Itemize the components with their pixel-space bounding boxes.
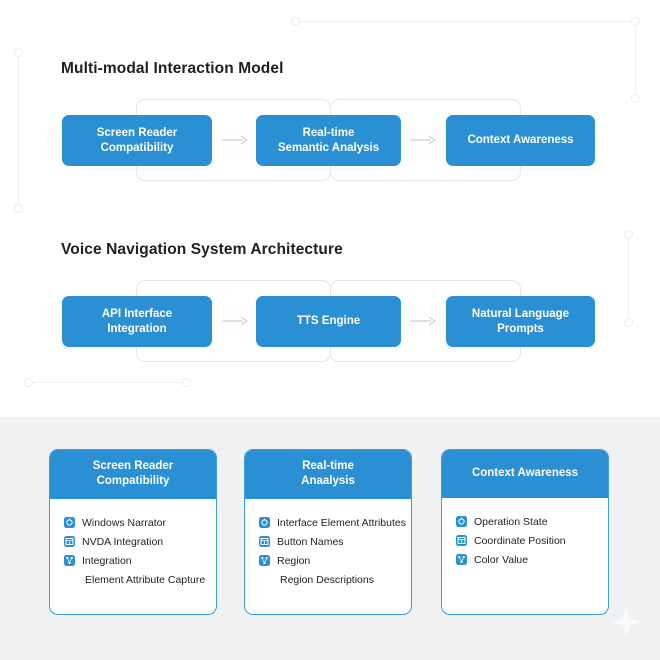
- flow-node-context-awareness[interactable]: Context Awareness: [446, 115, 595, 166]
- deco-line-left-vertical: [18, 52, 19, 208]
- target-icon: [259, 517, 270, 528]
- flow-node-natural-language-prompts[interactable]: Natural Language Prompts: [446, 296, 595, 347]
- list-item[interactable]: Integration: [50, 554, 216, 568]
- feature-card-body: Operation State Coordinate Position Colo…: [442, 498, 608, 567]
- list-item[interactable]: Coordinate Position: [442, 534, 608, 548]
- flow-node-label: Screen Reader Compatibility: [96, 126, 178, 154]
- list-item[interactable]: Windows Narrator: [50, 516, 216, 530]
- deco-endpoint-dot: [182, 378, 191, 387]
- flow-arrow-icon: [410, 135, 437, 145]
- list-item[interactable]: Region: [245, 554, 411, 568]
- nodes-icon: [259, 555, 270, 566]
- deco-endpoint-dot: [291, 17, 300, 26]
- section-title-voice-navigation: Voice Navigation System Architecture: [61, 241, 343, 258]
- table-icon: [64, 536, 75, 547]
- flow-node-api-interface-integration[interactable]: API Interface Integration: [62, 296, 212, 347]
- feature-card-body: Windows Narrator NVDA Integration Integr…: [50, 499, 216, 587]
- feature-card-body: Interface Element Attributes Button Name…: [245, 499, 411, 587]
- nodes-icon: [456, 554, 467, 565]
- flow-node-label: API Interface Integration: [101, 307, 173, 335]
- flow-node-label: Context Awareness: [467, 134, 574, 146]
- deco-endpoint-dot: [24, 378, 33, 387]
- feature-card-screen-reader[interactable]: Screen Reader Compatibility Windows Narr…: [49, 449, 217, 615]
- target-icon: [456, 516, 467, 527]
- flow-arrow-icon: [410, 316, 437, 326]
- list-item-label: Element Attribute Capture: [85, 574, 206, 586]
- feature-card-realtime-analysis[interactable]: Real-time Anaalysis Interface Element At…: [244, 449, 412, 615]
- list-item[interactable]: Element Attribute Capture: [50, 573, 216, 587]
- list-item-label: Integration: [82, 555, 132, 567]
- section-title-multimodal: Multi-modal Interaction Model: [61, 60, 284, 77]
- flow-node-tts-engine[interactable]: TTS Engine: [256, 296, 401, 347]
- feature-card-title: Real-time Anaalysis: [245, 450, 411, 499]
- flow-node-realtime-semantic-analysis[interactable]: Real-time Semantic Analysis: [256, 115, 401, 166]
- deco-endpoint-dot: [624, 230, 633, 239]
- table-icon: [456, 535, 467, 546]
- feature-card-title: Context Awareness: [442, 450, 608, 498]
- deco-line-right-vertical: [628, 234, 629, 322]
- list-item-label: Windows Narrator: [82, 517, 167, 529]
- deco-line-top-horizontal: [299, 21, 636, 22]
- flow-arrow-icon: [222, 135, 249, 145]
- deco-endpoint-dot: [631, 94, 640, 103]
- list-item-label: Color Value: [474, 554, 529, 566]
- deco-endpoint-dot: [14, 48, 23, 57]
- flow-node-label: Real-time Semantic Analysis: [277, 126, 380, 154]
- list-item[interactable]: Interface Element Attributes: [245, 516, 411, 530]
- feature-card-title: Screen Reader Compatibility: [50, 450, 216, 499]
- list-item[interactable]: Operation State: [442, 515, 608, 529]
- deco-line-top-right-vertical: [635, 21, 636, 99]
- list-item[interactable]: Button Names: [245, 535, 411, 549]
- flow-arrow-icon: [222, 316, 249, 326]
- table-icon: [259, 536, 270, 547]
- list-item-label: Region: [277, 555, 311, 567]
- list-item-label: Button Names: [277, 536, 344, 548]
- list-item[interactable]: NVDA Integration: [50, 535, 216, 549]
- list-item-label: Operation State: [474, 516, 548, 528]
- list-item-label: Coordinate Position: [474, 535, 566, 547]
- flow-node-label: Natural Language Prompts: [471, 307, 570, 335]
- feature-card-context-awareness[interactable]: Context Awareness Operation State Coordi…: [441, 449, 609, 615]
- list-item[interactable]: Region Descriptions: [245, 573, 411, 587]
- list-item[interactable]: Color Value: [442, 553, 608, 567]
- deco-line-bottom-horizontal: [28, 382, 186, 383]
- deco-endpoint-dot: [14, 204, 23, 213]
- target-icon: [64, 517, 75, 528]
- nodes-icon: [64, 555, 75, 566]
- deco-endpoint-dot: [624, 318, 633, 327]
- list-item-label: Region Descriptions: [280, 574, 374, 586]
- list-item-label: NVDA Integration: [82, 536, 164, 548]
- flow-node-screen-reader-compatibility[interactable]: Screen Reader Compatibility: [62, 115, 212, 166]
- flow-node-label: TTS Engine: [296, 315, 361, 327]
- list-item-label: Interface Element Attributes: [277, 517, 406, 529]
- deco-endpoint-dot: [631, 17, 640, 26]
